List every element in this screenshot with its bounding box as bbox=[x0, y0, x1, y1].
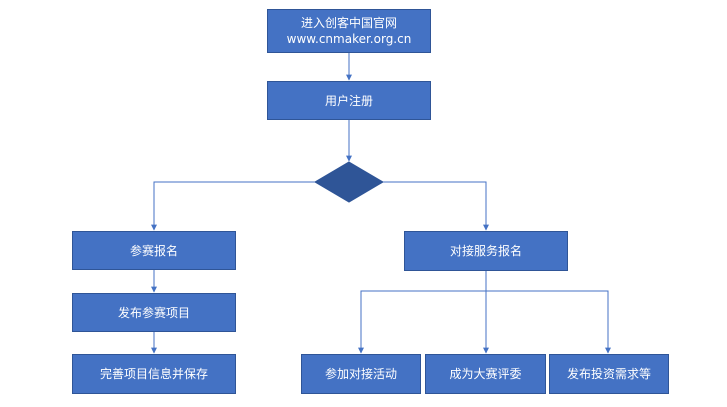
node-join-events-label: 参加对接活动 bbox=[324, 367, 397, 381]
node-publish-needs: 发布投资需求等 bbox=[549, 354, 669, 394]
arrow-service-to-join-events bbox=[358, 271, 487, 354]
node-enter-site-line1: 进入创客中国官网 bbox=[300, 16, 397, 30]
node-service-signup: 对接服务报名 bbox=[404, 231, 568, 271]
node-complete-info-label: 完善项目信息并保存 bbox=[99, 367, 208, 381]
node-publish-project-label: 发布参赛项目 bbox=[117, 305, 190, 320]
node-complete-info: 完善项目信息并保存 bbox=[72, 354, 236, 394]
node-register: 用户注册 bbox=[267, 81, 431, 120]
node-contest-signup: 参赛报名 bbox=[72, 231, 236, 270]
node-enter-site-line2: www.cnmaker.org.cn bbox=[286, 32, 412, 46]
arrow-decision-to-service-signup bbox=[383, 181, 489, 231]
node-contest-signup-label: 参赛报名 bbox=[129, 243, 178, 258]
node-become-judge-label: 成为大赛评委 bbox=[449, 367, 522, 381]
node-become-judge: 成为大赛评委 bbox=[425, 354, 546, 394]
node-enter-site: 进入创客中国官网 www.cnmaker.org.cn bbox=[267, 9, 431, 53]
node-register-label: 用户注册 bbox=[324, 93, 373, 108]
decision-diamond bbox=[314, 161, 384, 203]
arrow-service-to-publish-needs bbox=[486, 290, 611, 354]
node-service-signup-label: 对接服务报名 bbox=[449, 244, 522, 258]
node-publish-needs-label: 发布投资需求等 bbox=[566, 367, 651, 381]
node-publish-project: 发布参赛项目 bbox=[72, 293, 236, 332]
node-join-events: 参加对接活动 bbox=[301, 354, 421, 394]
arrow-decision-to-contest-signup bbox=[151, 181, 315, 231]
